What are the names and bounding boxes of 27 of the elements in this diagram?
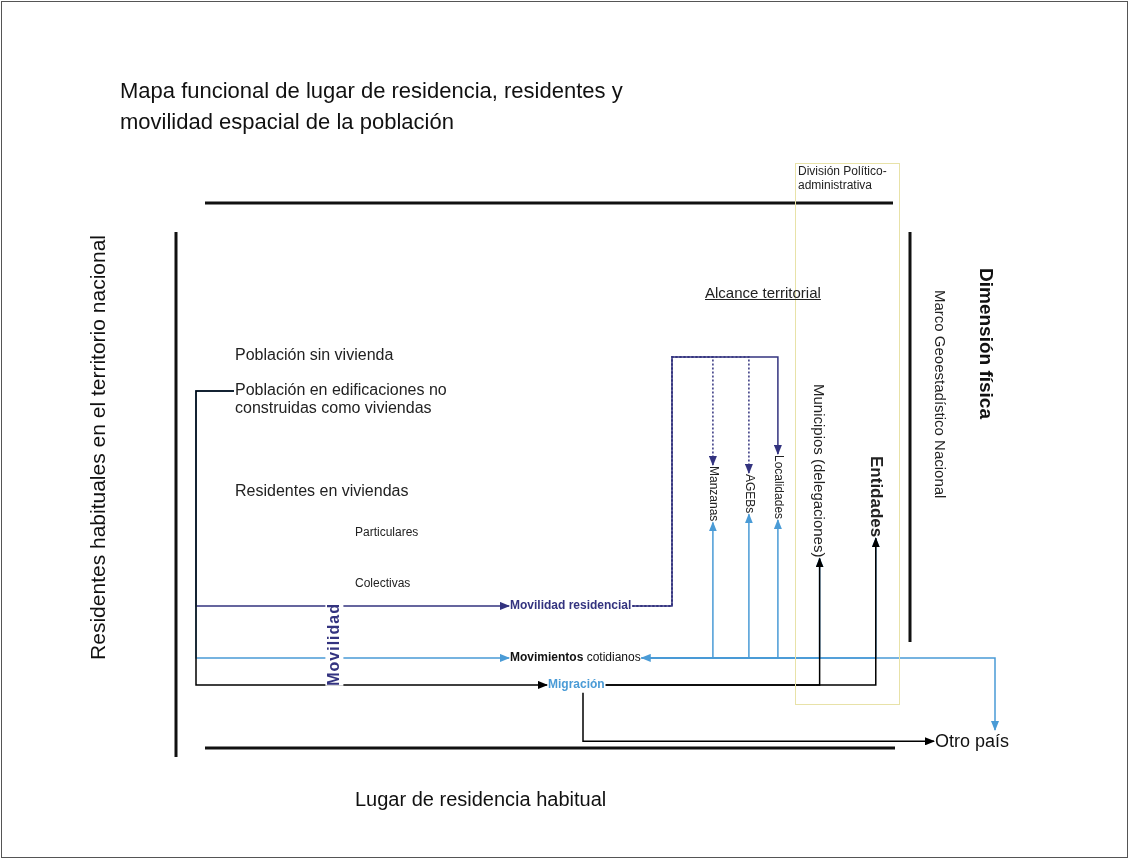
diagram-title: Mapa funcional de lugar de residencia, residentes y movilidad espacial de la población [120, 77, 624, 136]
territory-label: Manzanas [706, 466, 720, 522]
arrow [631, 356, 782, 607]
axis-label: Residentes habituales en el territorio nacional [86, 235, 110, 660]
category-label: Población en edificaciones no construidas como viviendas [235, 381, 450, 418]
axis-label: Lugar de residencia habitual [355, 788, 607, 811]
territory-label: AGEBs [742, 474, 756, 514]
flow-label: Movimientos cotidianos [510, 651, 641, 665]
arrow [582, 692, 935, 746]
category-label: Población sin vivienda [235, 346, 394, 365]
dimension-heading: Dimensión física [975, 268, 997, 419]
section-label: Alcance territorial [705, 284, 821, 302]
subcategory-label: Particulares [355, 526, 419, 540]
destination-label: Otro país [935, 731, 1010, 752]
arrow [640, 653, 999, 731]
territory-label: Localidades [771, 455, 785, 520]
arrow [604, 537, 880, 686]
subcategory-label: Colectivas [355, 577, 411, 591]
flow-label: Movilidad residencial [510, 599, 632, 613]
flow-label: Migración [548, 678, 605, 692]
territory-label: Municipios (delegaciones) [811, 384, 829, 558]
panel-heading: División Político-administrativa [798, 165, 888, 193]
category-label: Residentes en viviendas [235, 482, 409, 501]
axis-label: Movilidad [325, 603, 344, 686]
framework-label: Marco Geoestadístico Nacional [932, 290, 950, 499]
territory-label: Entidades [866, 456, 886, 538]
arrow [195, 390, 548, 689]
